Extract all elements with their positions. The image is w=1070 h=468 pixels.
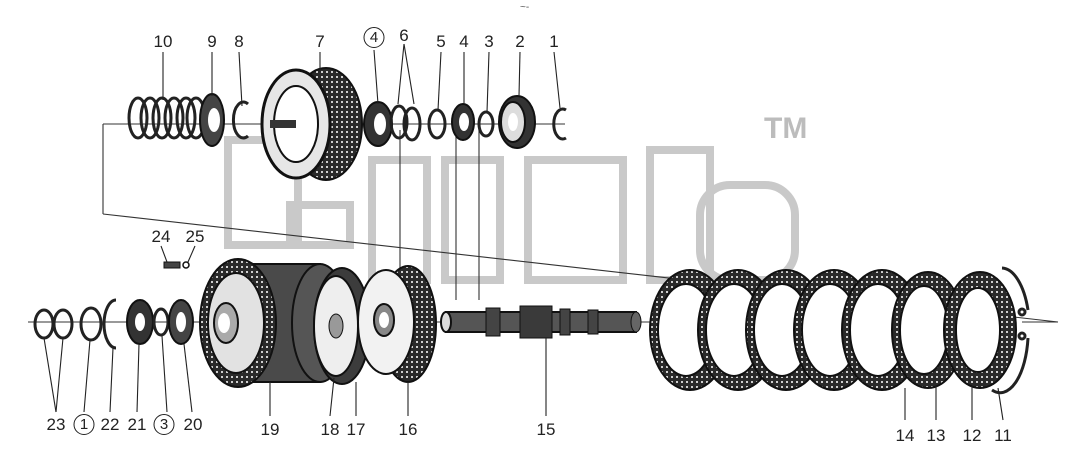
callout-13: 13 — [926, 426, 946, 445]
callout-3: 3 — [484, 32, 494, 51]
top-row-parts — [127, 67, 567, 181]
callout-19: 19 — [260, 420, 280, 439]
callout-22: 22 — [100, 415, 120, 434]
bearing-part-circled-4 — [363, 101, 393, 147]
ring-part-3 — [477, 110, 495, 138]
end-plate-part-12 — [943, 271, 1017, 389]
retaining-ring-part-11 — [991, 266, 1030, 395]
callout-8: 8 — [234, 32, 244, 51]
corner-mark: ~- — [520, 2, 530, 13]
gear-drum-part-7 — [260, 67, 363, 181]
shaft-part-15 — [440, 305, 642, 339]
callout-circled-1: 1 — [73, 414, 95, 435]
bearing-part-2 — [498, 95, 536, 149]
bearing-part-4 — [451, 103, 475, 141]
leader-lines — [43, 43, 1004, 421]
callout-circled-4: 4 — [363, 27, 385, 48]
ring-pair-part-6 — [389, 104, 422, 142]
washers-part-23 — [33, 308, 74, 340]
callout-1: 1 — [549, 32, 559, 51]
snap-ring-part-1 — [552, 107, 567, 141]
callout-11: 11 — [994, 426, 1012, 445]
callout-21: 21 — [127, 415, 147, 434]
callout-9: 9 — [207, 32, 217, 51]
callout-16: 16 — [398, 420, 418, 439]
callout-circled-3: 3 — [153, 414, 175, 435]
callout-10: 10 — [153, 32, 173, 51]
pin-part-24-25 — [163, 261, 190, 269]
bearing-part-21 — [126, 299, 154, 345]
trademark-mark: TM — [764, 112, 808, 145]
callout-14: 14 — [895, 426, 915, 445]
snap-ring-part-8 — [231, 100, 250, 140]
washer-part-9 — [199, 93, 225, 147]
callout-23: 23 — [46, 415, 66, 434]
washer-part-5 — [427, 108, 447, 140]
callout-18: 18 — [320, 420, 340, 439]
bearing-part-20 — [168, 299, 194, 345]
callout-5: 5 — [436, 32, 446, 51]
callout-25: 25 — [185, 227, 205, 246]
callout-24: 24 — [151, 227, 171, 246]
disc-part-17-18 — [313, 267, 371, 385]
callout-2: 2 — [515, 32, 525, 51]
callout-20: 20 — [183, 415, 203, 434]
ring-part-circled-1 — [79, 306, 103, 342]
bottom-row-parts — [33, 258, 1030, 395]
watermark-logo — [224, 136, 799, 284]
callout-17: 17 — [346, 420, 366, 439]
clutch-plates-part-13-14 — [649, 269, 965, 391]
callout-7: 7 — [315, 32, 325, 51]
callout-6: 6 — [399, 26, 409, 45]
callout-15: 15 — [536, 420, 556, 439]
callout-4: 4 — [459, 32, 469, 51]
piston-part-16 — [357, 265, 437, 383]
snap-ring-part-22 — [102, 298, 117, 350]
callout-12: 12 — [962, 426, 982, 445]
spring-part-10 — [127, 96, 207, 140]
